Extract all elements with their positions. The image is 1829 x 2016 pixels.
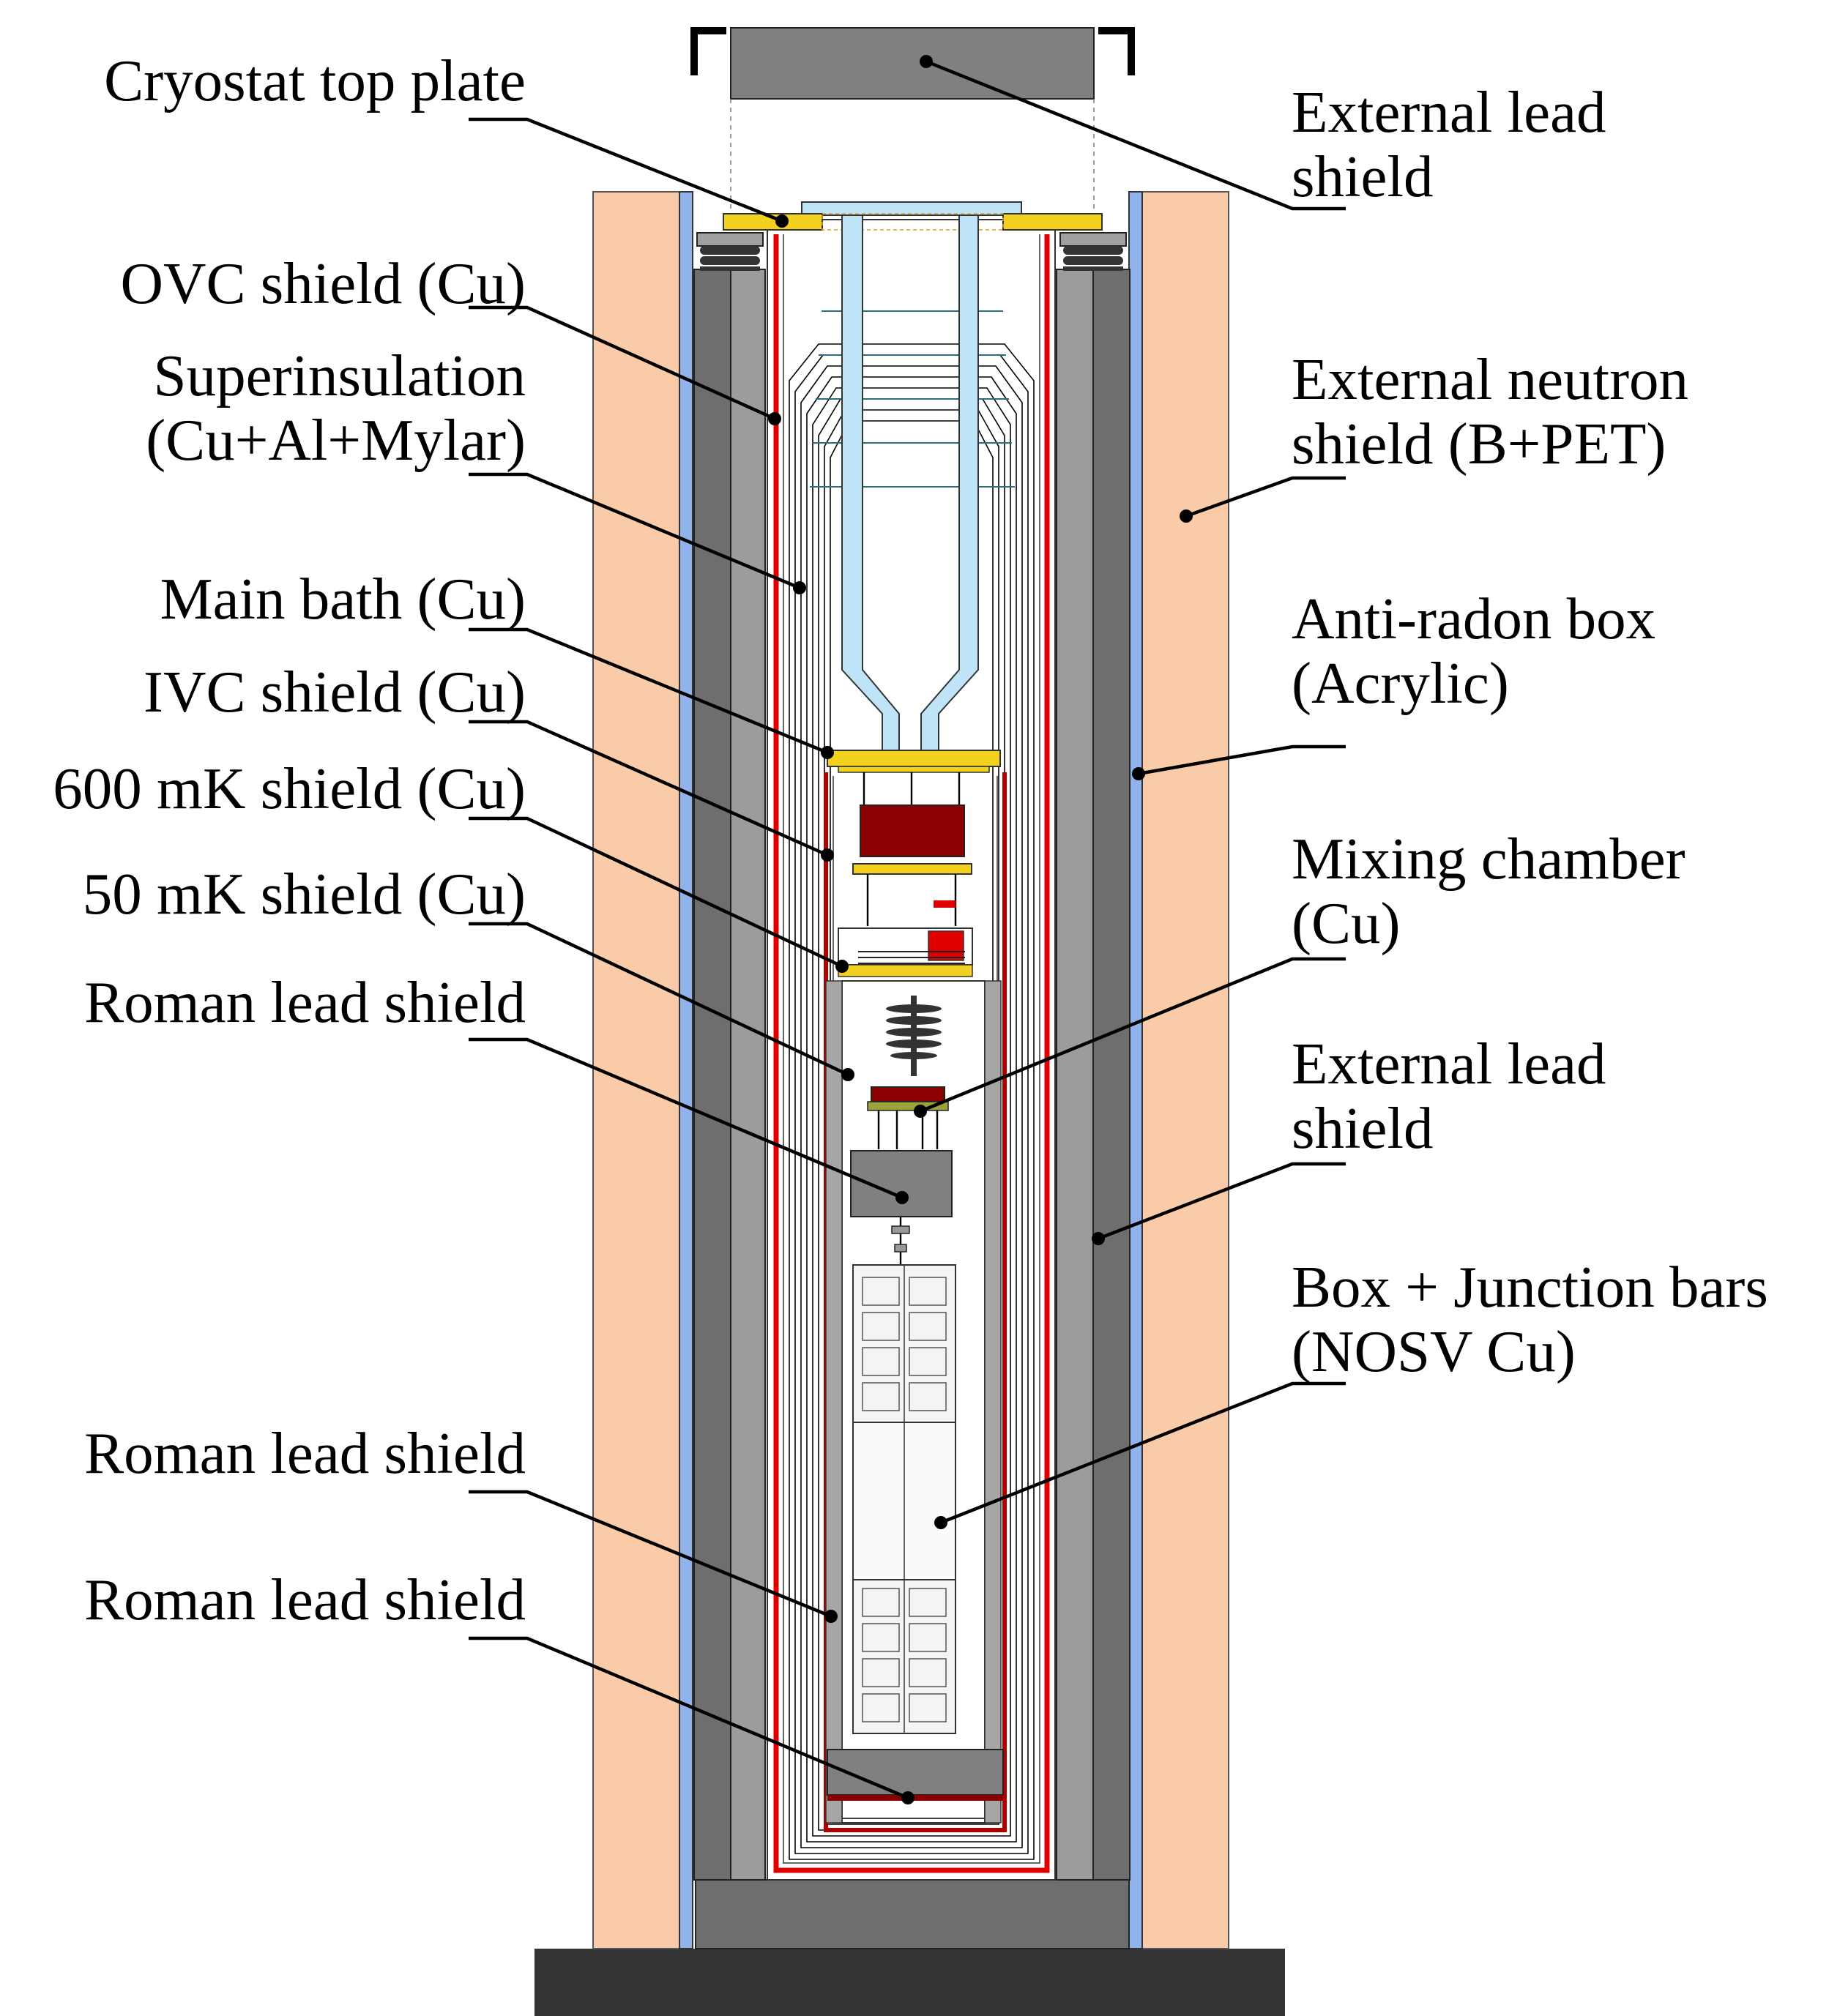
label-external-neutron: External neutron — [1292, 346, 1688, 412]
ext-lead-left-outer — [693, 269, 731, 1881]
label-50mk-shield: 50 mK shield (Cu) — [83, 861, 526, 927]
label-superinsulation-materials: (Cu+Al+Mylar) — [146, 407, 526, 473]
top-flange-blue — [801, 201, 1022, 216]
left-support-bellows — [696, 232, 764, 271]
label-main-bath: Main bath (Cu) — [160, 566, 526, 632]
roman-lead-block-bottom — [827, 1749, 1004, 1796]
ext-lead-left-inner — [730, 269, 766, 1881]
ext-lead-bottom — [695, 1879, 1130, 1949]
mixing-chamber-coils — [886, 996, 942, 1076]
top-bracket — [690, 27, 1135, 75]
label-external-neutron-2: shield (B+PET) — [1292, 411, 1666, 477]
floor-base — [534, 1949, 1285, 2016]
detector-tower — [852, 1264, 956, 1734]
still-stage — [852, 772, 972, 961]
label-anti-radon: Anti-radon box — [1292, 586, 1655, 652]
ovc-red-wall — [773, 234, 1050, 1873]
anti-radon-right — [1128, 191, 1143, 1949]
top-lead-block — [730, 27, 1095, 100]
label-cryostat-top-plate: Cryostat top plate — [104, 48, 526, 113]
label-superinsulation: Superinsulation — [154, 343, 526, 408]
cryostat-top-plate-right — [1002, 213, 1103, 231]
main-bath-plate — [827, 750, 1001, 767]
ext-lead-right-inner — [1056, 269, 1094, 1881]
heat-exchanger — [858, 951, 965, 964]
label-mixing-chamber: Mixing chamber — [1292, 826, 1685, 892]
label-box-junction-2: (NOSV Cu) — [1292, 1318, 1576, 1384]
anti-radon-left — [679, 191, 693, 1949]
ext-lead-right-outer — [1092, 269, 1130, 1881]
roman-lead-side-right — [984, 980, 1002, 1823]
label-external-lead-side: External lead — [1292, 1031, 1606, 1097]
label-600mk-shield: 600 mK shield (Cu) — [53, 755, 526, 821]
label-ovc-shield: OVC shield (Cu) — [121, 250, 526, 316]
label-external-lead-top-2: shield — [1292, 143, 1433, 209]
label-roman-lead-1: Roman lead shield — [84, 969, 526, 1035]
label-ivc-shield: IVC shield (Cu) — [144, 659, 526, 725]
label-external-lead-top: External lead — [1292, 79, 1606, 145]
label-external-lead-side-2: shield — [1292, 1095, 1433, 1161]
label-mixing-chamber-2: (Cu) — [1292, 890, 1400, 956]
leader-dots — [768, 55, 1193, 1804]
label-box-junction: Box + Junction bars — [1292, 1254, 1768, 1320]
neutron-shield-left — [592, 191, 680, 1949]
label-roman-lead-3: Roman lead shield — [84, 1567, 526, 1632]
leader-lines — [469, 59, 1346, 1800]
roman-lead-side-left — [825, 980, 843, 1823]
label-roman-lead-2: Roman lead shield — [84, 1420, 526, 1486]
label-anti-radon-2: (Acrylic) — [1292, 650, 1509, 716]
right-support-bellows — [1059, 232, 1127, 271]
neutron-shield-right — [1141, 191, 1229, 1949]
